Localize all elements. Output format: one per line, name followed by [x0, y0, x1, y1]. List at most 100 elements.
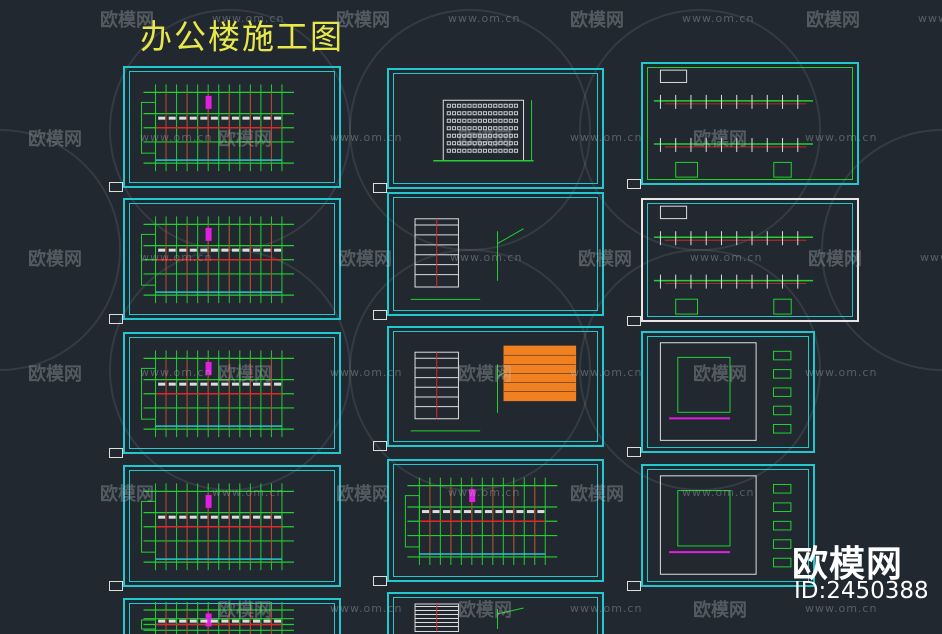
watermark-brand: 欧模网 [218, 364, 272, 385]
sheet-inner-frame [129, 203, 335, 315]
drawing-sheet-section-details [387, 192, 604, 316]
watermark-brand: 欧模网 [693, 129, 747, 150]
watermark-brand: 欧模网 [570, 484, 624, 505]
watermark-url: www.om.cn [330, 131, 403, 144]
watermark-brand: 欧模网 [28, 129, 82, 150]
watermark-url: www.om.cn [212, 486, 285, 499]
watermark-brand: 欧模网 [693, 364, 747, 385]
watermark-url: www.om.cn [570, 366, 643, 379]
sheet-drawing [659, 475, 792, 575]
watermark-brand: 欧模网 [28, 364, 82, 385]
sheet-drawing [141, 483, 294, 571]
watermark-url: www.om.cn [682, 486, 755, 499]
watermark-url: www.om.cn [140, 366, 213, 379]
drawing-sheet-detail [387, 592, 604, 634]
drawing-title: 办公楼施工图 [140, 17, 345, 58]
watermark-url: www.om.cn [805, 131, 878, 144]
sheet-tab [109, 581, 123, 591]
watermark-url: www.om.cn [330, 366, 403, 379]
sheet-inner-frame [393, 197, 598, 311]
watermark-brand: 欧模网 [100, 484, 154, 505]
drawing-sheet-details-table [387, 326, 604, 447]
sheet-tab [627, 179, 641, 189]
sheet-drawing [414, 603, 524, 632]
sheet-inner-frame [129, 470, 335, 582]
sheet-inner-frame [129, 71, 335, 183]
watermark-brand: 欧模网 [693, 600, 747, 621]
drawing-sheet-floor-plan [123, 198, 341, 320]
watermark-url: www.om.cn [448, 12, 521, 25]
watermark-brand: 欧模网 [806, 10, 860, 31]
drawing-sheet-floor-plan [123, 465, 341, 587]
watermark-brand: 欧模网 [218, 600, 272, 621]
sheet-tab [373, 576, 387, 586]
drawing-sheet-site-plan [641, 464, 815, 587]
drawing-sheet-elevation [387, 68, 604, 189]
watermark-url: www.om.cn [690, 251, 763, 264]
watermark-brand: 欧模网 [458, 129, 512, 150]
sheet-inner-frame [393, 73, 598, 184]
watermark-brand: 欧模网 [458, 600, 512, 621]
sheet-drawing [141, 350, 294, 438]
sheet-drawing [410, 345, 577, 432]
drawing-sheet-long-section [641, 198, 859, 322]
sheet-tab [373, 310, 387, 320]
watermark-url: www.om.cn [570, 131, 643, 144]
sheet-drawing [653, 205, 814, 315]
watermark-url: www.om.cn [805, 366, 878, 379]
model-id: ID:2450388 [794, 578, 929, 604]
watermark-brand: 欧模网 [808, 249, 862, 270]
sheet-tab [627, 581, 641, 591]
sheet-drawing [659, 342, 792, 441]
watermark-brand: 欧模网 [100, 10, 154, 31]
watermark-url: www.om.cn [918, 12, 942, 25]
watermark-url: www.om.cn [212, 12, 285, 25]
sheet-inner-frame [129, 337, 335, 449]
watermark-url: www.om.cn [450, 251, 523, 264]
watermark-brand: 欧模网 [578, 249, 632, 270]
watermark-url: www.om.cn [448, 486, 521, 499]
drawing-sheet-floor-plan [387, 459, 604, 582]
drawing-sheet-floor-plan [123, 66, 341, 188]
watermark-url: www.om.cn [140, 251, 213, 264]
sheet-inner-frame [393, 464, 598, 577]
watermark-url: www.om.cn [920, 251, 942, 264]
brand-logo-text: 欧模网 [792, 544, 904, 585]
sheet-tab [373, 441, 387, 451]
watermark-url: www.om.cn [682, 12, 755, 25]
watermark-brand: 欧模网 [336, 10, 390, 31]
sheet-drawing [141, 216, 294, 304]
sheet-inner-frame [647, 203, 853, 317]
watermark-url: www.om.cn [805, 602, 878, 615]
watermark-brand: 欧模网 [218, 129, 272, 150]
sheet-inner-frame [647, 469, 809, 582]
sheet-drawing [653, 69, 814, 178]
watermark-url: www.om.cn [330, 602, 403, 615]
sheet-tab [109, 182, 123, 192]
watermark-brand: 欧模网 [336, 484, 390, 505]
sheet-tab [109, 314, 123, 324]
watermark-brand: 欧模网 [570, 10, 624, 31]
drawing-sheet-floor-plan [123, 332, 341, 454]
sheet-inner-frame [129, 603, 335, 634]
watermark-brand: 欧模网 [458, 364, 512, 385]
watermark-url: www.om.cn [570, 602, 643, 615]
sheet-drawing [141, 602, 294, 634]
sheet-inner-frame [393, 331, 598, 442]
sheet-drawing [141, 84, 294, 172]
sheet-drawing [410, 218, 524, 300]
sheet-tab [373, 183, 387, 193]
sheet-tab [109, 448, 123, 458]
sheet-inner-frame [647, 336, 809, 448]
drawing-sheet-long-section [641, 62, 859, 185]
watermark-url: www.om.cn [140, 131, 213, 144]
sheet-tab [627, 447, 641, 457]
sheet-drawing [433, 99, 534, 162]
sheet-tab [627, 316, 641, 326]
drawing-sheet-floor-plan [123, 598, 341, 634]
watermark-brand: 欧模网 [338, 249, 392, 270]
sheet-drawing [404, 477, 558, 565]
sheet-inner-frame [393, 597, 598, 634]
drawing-sheet-site-plan [641, 331, 815, 453]
